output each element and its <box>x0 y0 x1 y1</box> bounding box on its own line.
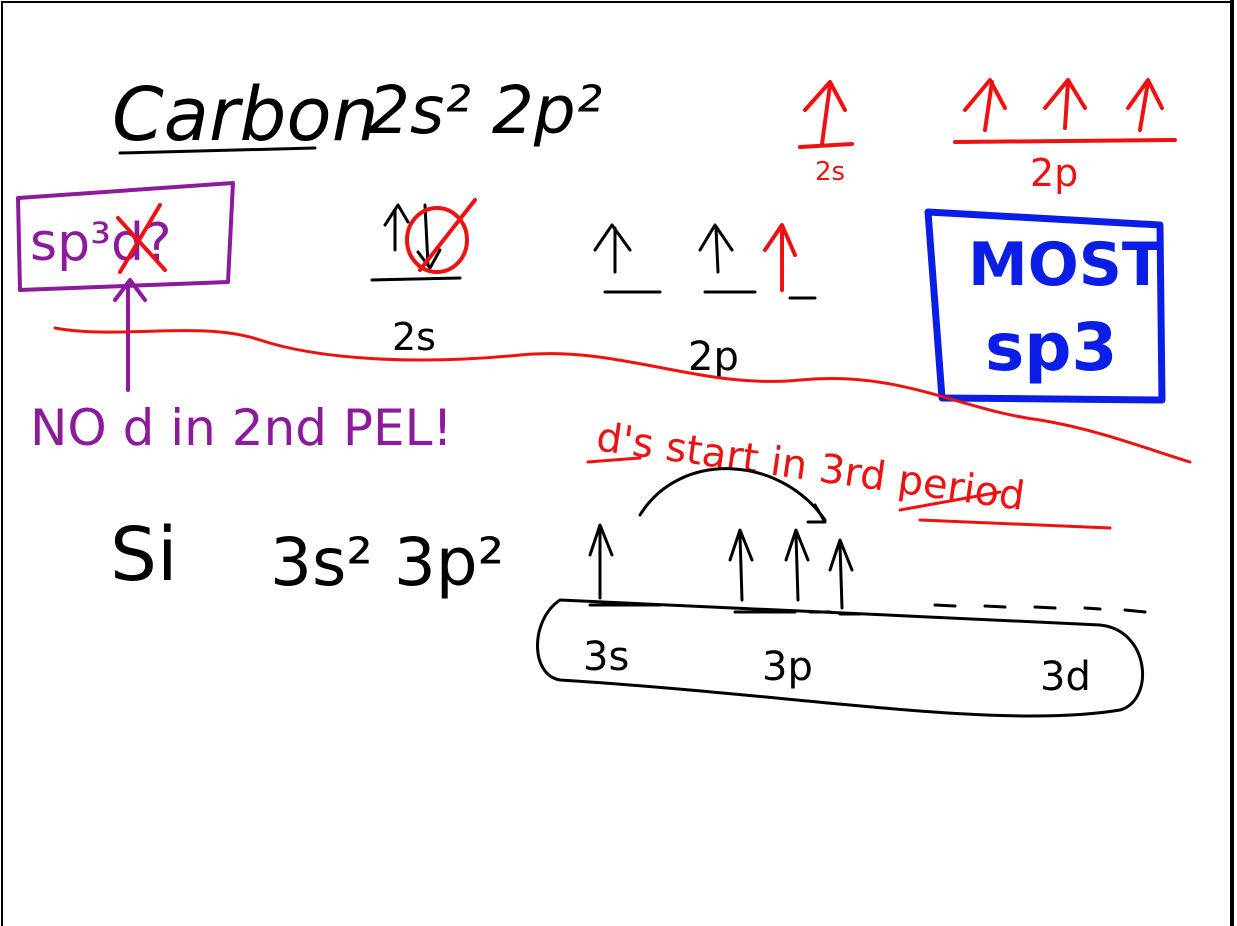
no-d-note: NO d in 2nd PEL! <box>30 399 453 457</box>
most-line1: MOST <box>968 230 1163 300</box>
red-2s-label: 2s <box>815 157 845 187</box>
silicon-3p-label: 3p <box>762 644 813 690</box>
silicon-element-label: Si <box>110 512 178 598</box>
most-sp3-box: MOST sp3 <box>924 208 1166 404</box>
d-start-note: d's start in 3rd period <box>586 414 1112 530</box>
silicon-3d-label: 3d <box>1040 654 1091 700</box>
carbon-2p-label: 2p <box>688 334 739 380</box>
carbon-2s-label: 2s <box>392 315 436 359</box>
carbon-2p-orbitals: 2p <box>593 223 817 380</box>
sp3d-box: sp³d? <box>16 181 235 392</box>
carbon-element-label: Carbon <box>112 72 379 158</box>
silicon-3s-label: 3s <box>583 634 629 680</box>
red-2p-label: 2p <box>1030 151 1078 195</box>
silicon-orbitals: 3s 3p 3d <box>536 467 1147 718</box>
carbon-red-orbitals: 2s 2p <box>798 78 1177 195</box>
carbon-2s-orbital: 2s <box>370 198 477 359</box>
divider-line <box>53 326 1192 464</box>
silicon-config: 3s² 3p² <box>270 524 504 601</box>
most-line2: sp3 <box>985 309 1117 386</box>
carbon-heading: Carbon 2s² 2p² <box>112 72 602 158</box>
carbon-config: 2s² 2p² <box>368 72 602 149</box>
silicon-heading: Si 3s² 3p² <box>110 512 504 601</box>
